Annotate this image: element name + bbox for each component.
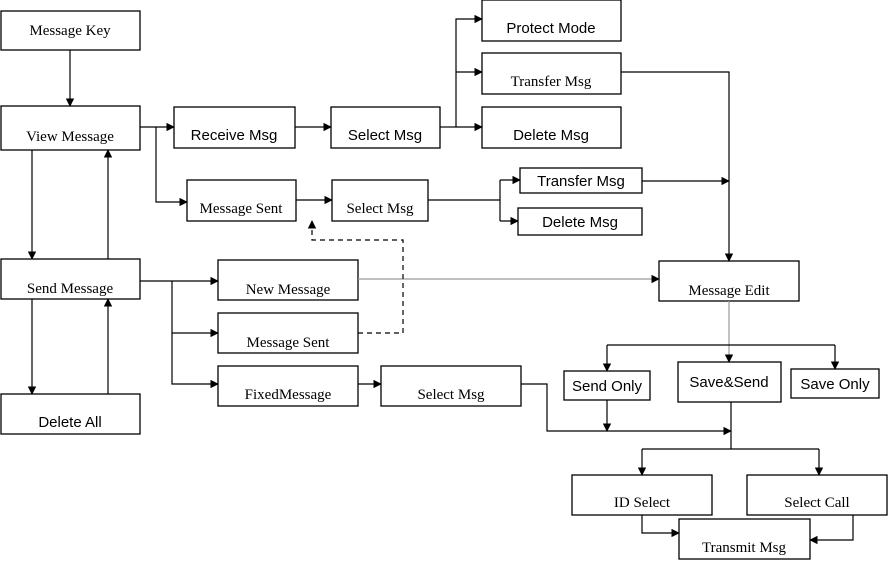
- edge: [456, 19, 482, 127]
- node-label: FixedMessage: [245, 387, 332, 403]
- node-save-only: Save Only: [791, 369, 879, 398]
- node-delete-all: Delete All: [1, 394, 140, 434]
- node-new-message: New Message: [218, 260, 358, 300]
- node-label: View Message: [26, 129, 114, 145]
- node-label: Protect Mode: [506, 20, 595, 37]
- node-label: Transmit Msg: [702, 540, 787, 556]
- node-label: New Message: [246, 282, 331, 298]
- node-select-msg-sent: Select Msg: [332, 180, 428, 221]
- edge: [810, 515, 853, 540]
- node-label: Select Call: [784, 495, 849, 511]
- node-label: Message Sent: [200, 201, 284, 217]
- node-label: Select Msg: [417, 387, 485, 403]
- node-label: Select Msg: [348, 127, 422, 144]
- node-protect-mode: Protect Mode: [482, 0, 621, 41]
- node-receive-msg: Receive Msg: [174, 107, 295, 148]
- node-transfer-msg-sent: Transfer Msg: [520, 168, 642, 193]
- node-label: Select Msg: [346, 201, 414, 217]
- node-label: Message Key: [29, 23, 111, 39]
- node-view-message: View Message: [1, 106, 140, 150]
- edge: [642, 515, 679, 533]
- node-label: ID Select: [614, 495, 671, 511]
- node-select-msg-fixed: Select Msg: [381, 366, 521, 406]
- node-label: Save Only: [800, 376, 870, 393]
- node-message-key: Message Key: [1, 11, 140, 50]
- node-label: Message Sent: [247, 335, 331, 351]
- node-label: Transfer Msg: [537, 173, 625, 190]
- node-fixed-message: FixedMessage: [218, 366, 358, 406]
- node-transmit-msg: Transmit Msg: [679, 519, 810, 559]
- node-label: Send Message: [27, 281, 114, 297]
- node-label: Message Edit: [688, 283, 770, 299]
- node-save-send: Save&Send: [678, 362, 781, 402]
- node-message-edit: Message Edit: [659, 261, 799, 301]
- node-label: Send Only: [572, 378, 643, 395]
- node-label: Delete Msg: [542, 214, 618, 231]
- node-message-sent-send: Message Sent: [218, 313, 358, 353]
- node-message-sent-view: Message Sent: [187, 180, 296, 221]
- node-send-only: Send Only: [564, 371, 650, 400]
- node-label: Delete Msg: [513, 127, 589, 144]
- node-label: Delete All: [38, 414, 101, 431]
- node-select-msg-receive: Select Msg: [331, 107, 440, 148]
- node-transfer-msg-receive: Transfer Msg: [482, 53, 621, 94]
- node-send-message: Send Message: [1, 259, 140, 299]
- node-delete-msg-sent: Delete Msg: [518, 208, 642, 235]
- node-delete-msg-receive: Delete Msg: [482, 107, 621, 148]
- node-label: Transfer Msg: [511, 74, 592, 90]
- node-select-call: Select Call: [747, 475, 887, 515]
- node-id-select: ID Select: [572, 475, 712, 515]
- node-label: Receive Msg: [191, 127, 278, 144]
- node-label: Save&Send: [689, 374, 768, 391]
